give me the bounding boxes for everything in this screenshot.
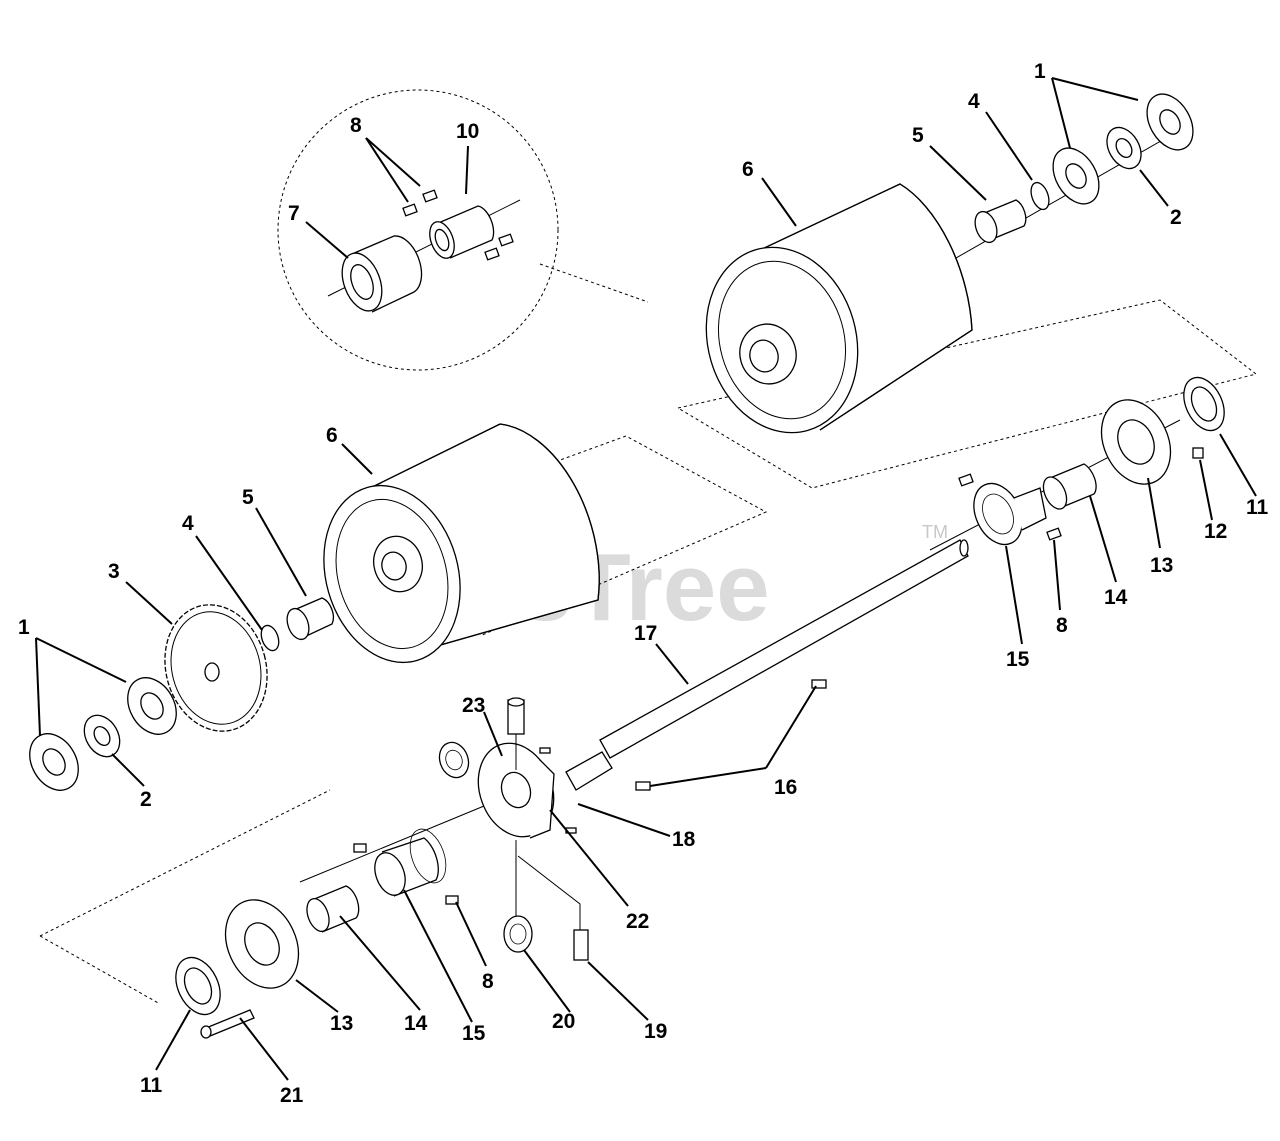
right-housing-assembly	[929, 376, 1225, 551]
part-13-housing-bottom	[224, 899, 300, 989]
callout-6-top: 6	[742, 158, 754, 181]
callout-15-bottom: 15	[462, 1022, 486, 1045]
middle-roller-assembly	[29, 423, 768, 1005]
inset-circle	[277, 89, 559, 371]
callout-12: 12	[1204, 520, 1227, 543]
part-6-roller-top	[705, 183, 973, 434]
callout-16: 16	[774, 776, 797, 799]
callout-10-inset: 10	[456, 120, 479, 143]
callout-8-right: 8	[1056, 614, 1068, 637]
part-2-bearing-top	[1106, 126, 1142, 170]
part-13-housing-right	[1100, 399, 1172, 485]
callout-6-middle: 6	[326, 424, 338, 447]
part-11-washer-right	[1183, 376, 1225, 432]
part-8-key-bottom-a	[353, 843, 367, 853]
part-11-washer-bottom	[175, 956, 221, 1016]
callout-1-left: 1	[18, 616, 30, 639]
part-6-roller-middle	[323, 423, 600, 664]
callout-11-right: 11	[1246, 496, 1269, 519]
callout-8-bottom: 8	[482, 970, 494, 993]
part-5-spacer-top	[974, 199, 1027, 244]
part-8-key-bottom-b	[445, 895, 459, 905]
leader-lines	[35, 77, 1257, 1081]
callout-14-right: 14	[1104, 586, 1128, 609]
part-14-sleeve-right	[1042, 463, 1097, 510]
part-19-pin	[517, 855, 589, 961]
part-21-bolt	[200, 1009, 255, 1039]
callout-21: 21	[280, 1084, 304, 1107]
part-4-ring-middle	[260, 624, 280, 652]
part-7-coupling	[341, 235, 423, 313]
part-1-flange-top	[1052, 93, 1194, 205]
callout-8-inset: 8	[350, 114, 362, 137]
callout-4-middle: 4	[182, 512, 194, 535]
part-12-nut	[1192, 447, 1204, 459]
part-16-key-upper	[811, 679, 827, 689]
part-20-bevel-gear	[503, 840, 533, 953]
inset-connector	[539, 263, 649, 303]
part-17-axle	[599, 539, 969, 759]
callout-2-left: 2	[140, 788, 152, 811]
callout-14-bottom: 14	[404, 1012, 428, 1035]
part-23-bevel-gear	[438, 741, 470, 779]
callout-labels: 1 4 5 6 2 8 10 7 6 5 4 3 1 2 11 12 13 14…	[18, 60, 1269, 1107]
part-5-spacer-middle	[286, 597, 334, 641]
watermark-trademark: TM	[922, 522, 948, 542]
part-4-ring-top	[1030, 181, 1050, 211]
callout-13-right: 13	[1150, 554, 1173, 577]
part-2-bearing-left	[83, 714, 121, 758]
top-roller-assembly	[677, 93, 1258, 489]
part-23-pin	[507, 697, 525, 770]
part-22-carrier	[477, 742, 555, 839]
part-3-sprocket	[164, 604, 268, 732]
callout-3: 3	[108, 560, 120, 583]
callout-19: 19	[644, 1020, 667, 1043]
callout-22: 22	[626, 910, 649, 933]
callout-20: 20	[552, 1010, 575, 1033]
part-10-bushing	[429, 205, 495, 259]
part-15-gear-bottom	[374, 828, 447, 897]
part-8-keys-right	[958, 473, 1062, 541]
part-1-flange-left	[29, 677, 177, 791]
callout-2-top: 2	[1170, 206, 1182, 229]
callout-15-right: 15	[1006, 648, 1030, 671]
callout-13-bottom: 13	[330, 1012, 353, 1035]
callout-1-top: 1	[1034, 60, 1046, 83]
callout-17: 17	[634, 622, 657, 645]
callout-18: 18	[672, 828, 696, 851]
callout-23: 23	[462, 694, 485, 717]
callout-11-bottom: 11	[140, 1074, 163, 1097]
callout-5-middle: 5	[242, 486, 254, 509]
axle-differential-assembly	[175, 539, 969, 1039]
part-15-gear-right	[973, 482, 1047, 546]
callout-7-inset: 7	[288, 202, 300, 225]
callout-5-top: 5	[912, 124, 924, 147]
part-16-key-lower	[635, 781, 651, 791]
inset-detail	[277, 89, 649, 371]
callout-4-top: 4	[968, 90, 980, 113]
part-18-screw-upper	[539, 747, 551, 754]
part-8-keys-inset	[402, 189, 514, 261]
part-14-sleeve-bottom	[306, 885, 360, 933]
